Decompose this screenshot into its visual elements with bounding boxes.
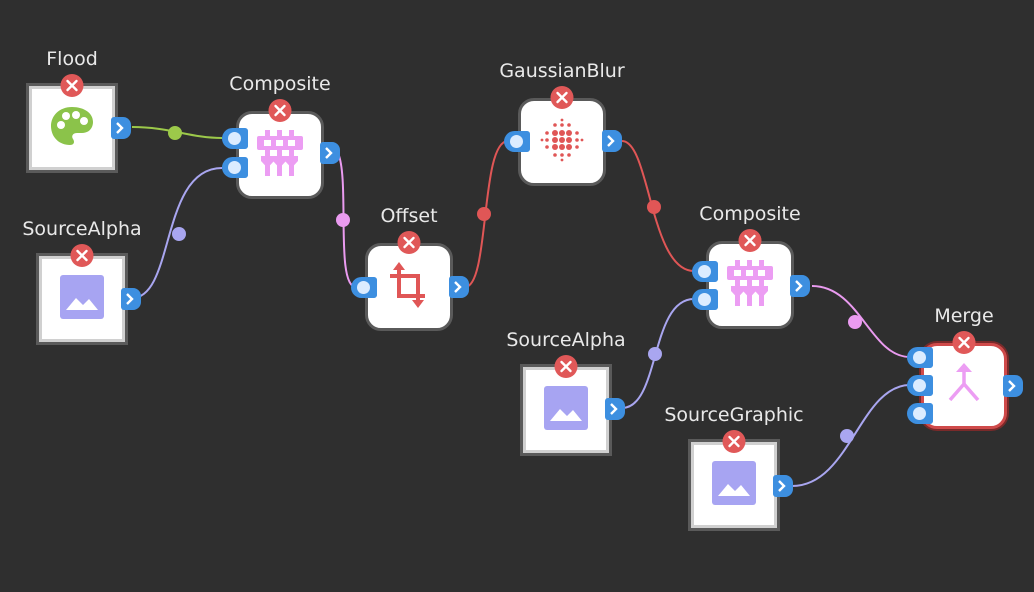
node-sourcealpha[interactable]: SourceAlpha [506, 329, 626, 453]
node-title: Offset [380, 205, 438, 227]
image-icon [59, 274, 105, 324]
edge-handle[interactable] [336, 213, 350, 227]
edge-handle[interactable] [477, 207, 491, 221]
node-sourcealpha[interactable]: SourceAlpha [22, 218, 142, 342]
close-icon[interactable] [268, 99, 292, 122]
merge-icon [944, 362, 984, 410]
edge-handle[interactable] [840, 429, 854, 443]
input-port[interactable] [907, 375, 933, 396]
node-merge[interactable]: Merge [907, 305, 1023, 429]
edge-handle[interactable] [168, 126, 182, 140]
edge-sourcegraphic-to-merge[interactable] [791, 384, 911, 487]
node-title: Flood [46, 48, 98, 70]
node-title: SourceAlpha [506, 329, 626, 351]
input-port[interactable] [907, 403, 933, 424]
edge-composite-to-merge[interactable] [811, 285, 911, 358]
composite-icon [255, 128, 305, 182]
node-title: GaussianBlur [499, 60, 625, 82]
node-title: Merge [934, 305, 994, 327]
node-gaussianblur[interactable]: GaussianBlur [499, 60, 625, 186]
edge-handle[interactable] [172, 227, 186, 241]
close-icon[interactable] [397, 231, 421, 254]
blur-icon [538, 116, 586, 168]
input-port[interactable] [222, 128, 248, 149]
close-icon[interactable] [952, 331, 976, 354]
node-sourcegraphic[interactable]: SourceGraphic [664, 404, 804, 528]
image-icon [543, 385, 589, 435]
close-icon[interactable] [554, 355, 578, 378]
node-composite[interactable]: Composite [692, 203, 810, 329]
node-title: Composite [229, 73, 331, 95]
node-offset[interactable]: Offset [351, 205, 469, 331]
crop-icon [386, 260, 432, 314]
node-card[interactable] [365, 243, 453, 331]
input-port[interactable] [222, 157, 248, 178]
output-port[interactable] [773, 475, 793, 497]
input-port[interactable] [351, 277, 377, 298]
input-port[interactable] [692, 261, 718, 282]
node-title: SourceAlpha [22, 218, 142, 240]
close-icon[interactable] [60, 74, 84, 97]
output-port[interactable] [111, 117, 131, 139]
node-flood[interactable]: Flood [29, 48, 131, 170]
node-title: Composite [699, 203, 801, 225]
input-port[interactable] [907, 347, 933, 368]
output-port[interactable] [602, 130, 622, 152]
edge-composite-to-offset[interactable] [337, 152, 357, 288]
palette-icon [49, 105, 95, 151]
output-port[interactable] [121, 288, 141, 310]
composite-icon [725, 258, 775, 312]
input-port[interactable] [692, 289, 718, 310]
close-icon[interactable] [722, 430, 746, 453]
output-port[interactable] [449, 276, 469, 298]
edge-handle[interactable] [647, 200, 661, 214]
input-port[interactable] [504, 131, 530, 152]
edge-sourcealpha-to-composite[interactable] [131, 167, 223, 299]
output-port[interactable] [790, 275, 810, 297]
edge-handle[interactable] [648, 347, 662, 361]
output-port[interactable] [605, 398, 625, 420]
image-icon [711, 460, 757, 510]
close-icon[interactable] [70, 244, 94, 267]
close-icon[interactable] [738, 229, 762, 252]
edge-handle[interactable] [848, 315, 862, 329]
output-port[interactable] [320, 142, 340, 164]
node-composite[interactable]: Composite [222, 73, 340, 199]
close-icon[interactable] [550, 86, 574, 109]
node-title: SourceGraphic [664, 404, 804, 426]
output-port[interactable] [1003, 375, 1023, 397]
